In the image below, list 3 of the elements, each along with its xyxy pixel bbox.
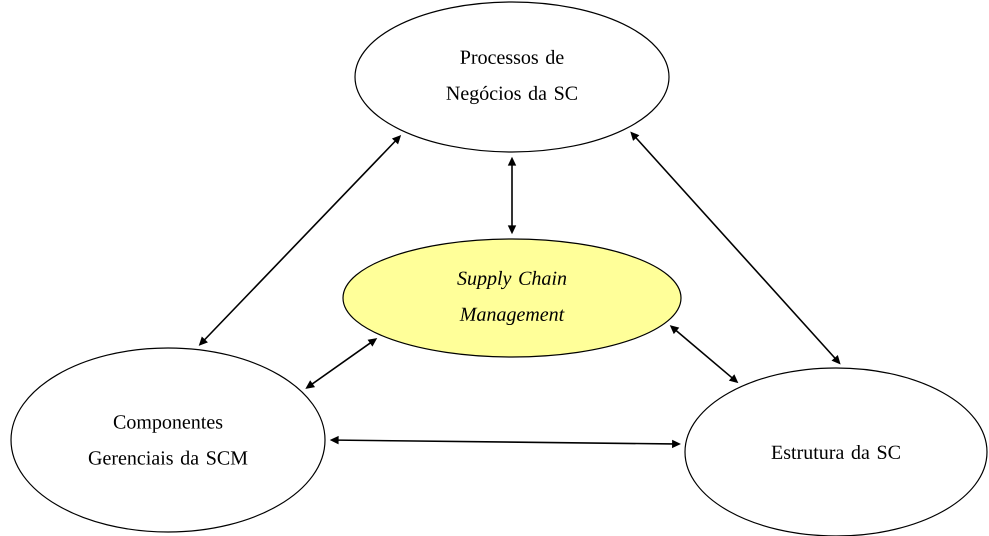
ellipse-node: Supply Chain Management bbox=[342, 238, 682, 358]
ellipse-node: Componentes Gerenciais da SCM bbox=[10, 347, 326, 533]
ellipse-node: Processos de Negócios da SC bbox=[354, 1, 670, 153]
